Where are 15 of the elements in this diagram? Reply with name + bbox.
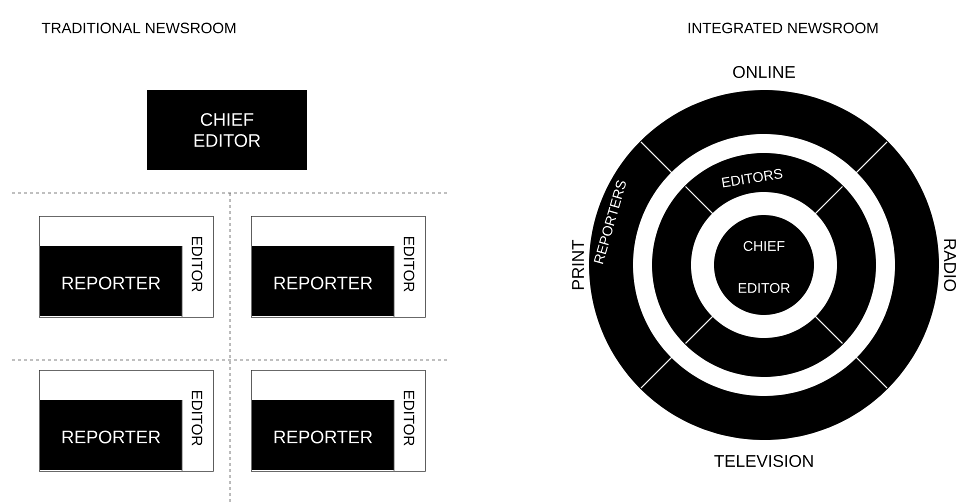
circle-label: CHIEF bbox=[744, 241, 784, 251]
channel-label: ONLINE bbox=[733, 66, 795, 78]
section-title: INTEGRATED NEWSROOM bbox=[688, 22, 878, 34]
reporter-card: REPORTER EDITOR bbox=[39, 216, 214, 318]
circle-label: EDITOR bbox=[738, 283, 790, 293]
channel-label: TELEVISION bbox=[714, 454, 813, 468]
chief-editor-box: CHIEF EDITOR bbox=[147, 90, 307, 170]
channel-label: RADIO bbox=[944, 239, 956, 292]
ring-label: EDITORS bbox=[722, 168, 782, 188]
section-title: TRADITIONAL NEWSROOM bbox=[42, 22, 236, 34]
reporter-card: REPORTER EDITOR bbox=[251, 370, 426, 472]
reporter-card: REPORTER EDITOR bbox=[251, 216, 426, 318]
reporter-card: REPORTER EDITOR bbox=[39, 370, 214, 472]
center-circle bbox=[714, 215, 814, 315]
channel-label: PRINT bbox=[572, 240, 584, 290]
